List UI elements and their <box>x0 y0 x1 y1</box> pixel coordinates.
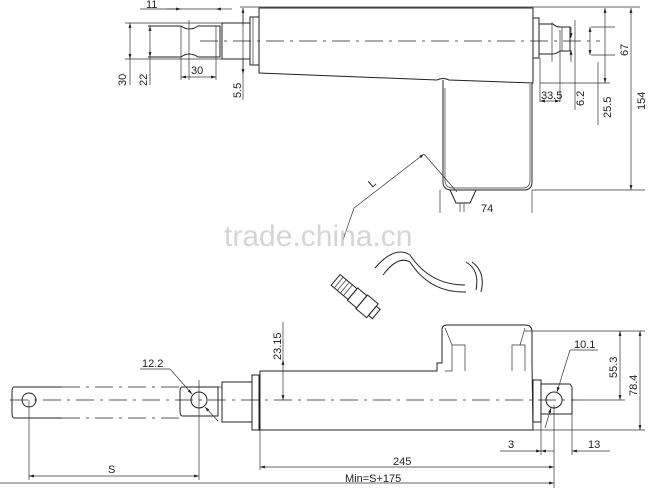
cable <box>374 251 466 286</box>
dim-label-L: L <box>366 177 378 190</box>
rod-end-side <box>179 386 219 417</box>
dim-label-55-3: 55.3 <box>608 357 620 378</box>
cable-gland <box>449 189 477 204</box>
rear-clevis <box>539 23 571 55</box>
watermark: trade.china.cn <box>224 220 412 253</box>
dim-label-rod-length: 30 <box>191 65 203 77</box>
rear-clevis-plate <box>532 17 540 59</box>
rod-side <box>221 381 253 423</box>
dim-label-3: 3 <box>508 439 514 451</box>
dim-label-154: 154 <box>636 92 648 110</box>
dim-label-12-2: 12.2 <box>142 358 163 370</box>
dim-label-11: 11 <box>146 0 157 11</box>
dim-label-33-5: 33.5 <box>541 90 562 102</box>
top-view: 11 30 30 22 5.5 33.5 6.2 25.5 67 154 74 … <box>117 0 648 320</box>
dim-label-78-4: 78.4 <box>628 375 640 396</box>
dim-label-23-15: 23.15 <box>272 332 284 360</box>
side-view: S 12.2 23.15 245 Min=S+175 3 13 10.1 55.… <box>0 322 645 488</box>
dim-label-25-5: 25.5 <box>602 97 614 118</box>
dim-label-67: 67 <box>619 44 631 56</box>
tube-side <box>259 324 534 431</box>
dim-label-min-length: Min=S+175 <box>345 473 401 485</box>
dim-label-height-30: 30 <box>117 74 129 86</box>
dim-label-74: 74 <box>481 203 493 215</box>
dim-label-245: 245 <box>393 456 411 468</box>
dim-label-S: S <box>108 464 115 476</box>
dim-label-10-1: 10.1 <box>574 339 595 351</box>
cable-connector <box>330 273 381 320</box>
motor-box <box>442 80 533 191</box>
dim-label-22: 22 <box>138 74 150 86</box>
rod-end <box>148 25 221 58</box>
dim-label-5-5: 5.5 <box>232 83 244 98</box>
housing-tube <box>258 7 534 84</box>
dim-label-13: 13 <box>588 439 600 451</box>
dim-label-6-2: 6.2 <box>575 91 587 106</box>
